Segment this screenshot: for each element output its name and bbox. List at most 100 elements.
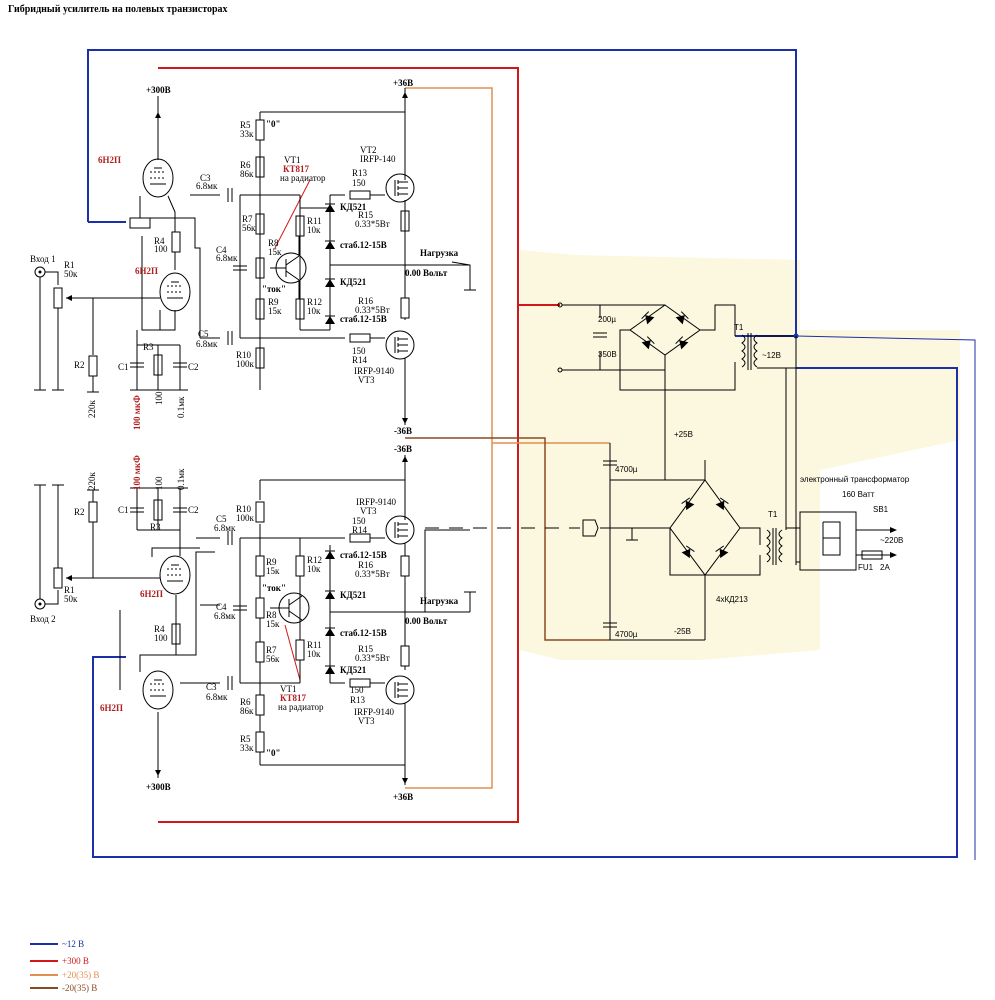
rail-label: +300В [146, 782, 171, 792]
component-label: R3 [150, 522, 161, 532]
component-label: 350В [598, 350, 617, 359]
component-label: R14 [352, 525, 368, 535]
component-label: 6.8мк [214, 523, 236, 533]
component-label: 0.1мк [176, 468, 186, 490]
component-label: VT1 [284, 155, 301, 165]
component-label: 100 [154, 476, 164, 490]
component-label: 6.8мк [196, 181, 218, 191]
component-label: IRFP-140 [360, 154, 396, 164]
component-label: 50к [64, 594, 78, 604]
component-label: R15 [358, 210, 374, 220]
component-label: C5 [216, 514, 227, 524]
component-label: 56к [242, 223, 256, 233]
component-label: 86к [240, 706, 254, 716]
component-label: 15к [266, 566, 280, 576]
component-label: FU1 [858, 563, 874, 572]
component-label: VT3 [358, 375, 375, 385]
component-label: R6 [240, 160, 251, 170]
tube-icon [142, 158, 174, 198]
component-label: R2 [74, 360, 85, 370]
component-label: T1 [768, 510, 778, 519]
component-label: R4 [154, 236, 165, 246]
tube-label: 6Н2П [98, 155, 121, 165]
component-label: 0.00 Вольт [405, 616, 448, 626]
component-label: 10к [307, 306, 321, 316]
component-label: 150 [352, 516, 366, 526]
component-label: R16 [358, 560, 374, 570]
component-label: C2 [188, 362, 199, 372]
wire-brown-minus [405, 437, 610, 641]
component-label: стаб.12-15В [340, 628, 387, 638]
labels: +300В +300В +36В +36В -36В -36В +25В -25… [30, 78, 910, 802]
wire-red-300v [158, 67, 560, 823]
component-label: 150 [352, 178, 366, 188]
component-label: 4700µ [615, 465, 638, 474]
component-label: R8 [268, 238, 279, 248]
component-label: стаб.12-15В [340, 240, 387, 250]
legend-label: +20(35) В [62, 970, 99, 980]
component-label: 15к [266, 619, 280, 629]
component-label: 200µ [598, 315, 616, 324]
component-label: R10 [236, 504, 252, 514]
tube-icon [142, 670, 174, 710]
psu [557, 302, 897, 641]
component-label: 100к [236, 513, 255, 523]
component-label: 100 мкФ [132, 395, 142, 430]
component-label: T1 [734, 323, 744, 332]
component-label: 220к [87, 400, 97, 419]
component-label: 4хКД213 [716, 595, 748, 604]
component-label: 0.00 Вольт [405, 268, 448, 278]
component-label: стаб.12-15В [340, 550, 387, 560]
component-label: R7 [242, 214, 253, 224]
legend-label: ~12 В [62, 939, 84, 949]
component-label: 50к [64, 269, 78, 279]
component-label: R7 [266, 645, 277, 655]
component-label: "ток" [262, 284, 286, 294]
component-label: 6.8мк [206, 692, 228, 702]
component-label: C4 [216, 602, 227, 612]
component-label: R13 [352, 168, 368, 178]
component-label: "ток" [262, 583, 286, 593]
component-label: R11 [307, 216, 322, 226]
component-label: SB1 [873, 505, 889, 514]
rail-label: +36В [393, 792, 413, 802]
tube-icon [159, 555, 191, 595]
component-label: 6.8мк [196, 339, 218, 349]
component-label: R8 [266, 610, 277, 620]
component-label: 100 [154, 244, 168, 254]
component-label: 56к [266, 654, 280, 664]
diagram-title: Гибридный усилитель на полевых транзисто… [8, 4, 228, 15]
component-label: 4700µ [615, 630, 638, 639]
component-label: Нагрузка [420, 596, 459, 606]
component-label: VT3 [360, 506, 377, 516]
component-label: "0" [266, 119, 281, 129]
component-label: IRFP-9140 [354, 366, 395, 376]
input-label: Вход 2 [30, 614, 56, 624]
component-label: 100 [154, 633, 168, 643]
component-label: R14 [352, 355, 368, 365]
component-label: 0.1мк [176, 396, 186, 418]
component-label: КД521 [340, 202, 367, 212]
rail-label: -36В [394, 444, 412, 454]
component-label: R1 [64, 260, 75, 270]
component-label: VT3 [358, 716, 375, 726]
component-label: КТ817 [280, 693, 307, 703]
component-label: КТ817 [283, 164, 310, 174]
component-label: 0.33*5Вт [355, 219, 390, 229]
component-label: 10к [307, 225, 321, 235]
tube-icon [159, 272, 191, 312]
rail-label: +25В [674, 430, 693, 439]
component-label: на радиатор [280, 173, 326, 183]
component-label: 0.33*5Вт [355, 305, 390, 315]
component-label: 100 [154, 391, 164, 405]
component-label: КД521 [340, 277, 367, 287]
legend: ~12 В +300 В +20(35) В -20(35) В [30, 939, 99, 993]
component-label: 10к [307, 564, 321, 574]
legend-label: +300 В [62, 956, 89, 966]
component-label: C1 [118, 362, 129, 372]
component-label: стаб.12-15В [340, 314, 387, 324]
component-label: 150 [350, 685, 364, 695]
component-label: КД521 [340, 590, 367, 600]
component-label: 2А [880, 563, 890, 572]
